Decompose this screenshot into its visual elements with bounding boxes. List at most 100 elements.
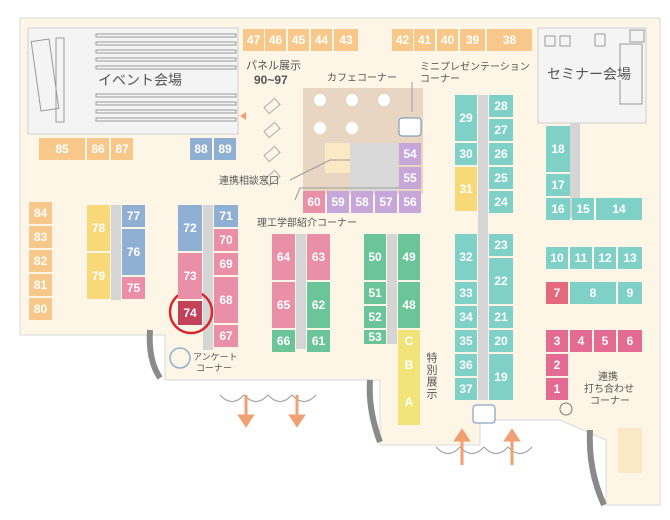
booth-42[interactable]: 42 bbox=[392, 29, 413, 51]
booth-48[interactable]: 48 bbox=[398, 282, 420, 328]
booth-70[interactable]: 70 bbox=[214, 229, 238, 251]
cafe-table-icon bbox=[314, 94, 390, 134]
booth-68[interactable]: 68 bbox=[214, 277, 238, 323]
booth-52[interactable]: 52 bbox=[364, 306, 386, 328]
booth-60[interactable]: 60 bbox=[303, 191, 325, 213]
booth-5[interactable]: 5 bbox=[594, 330, 616, 352]
booth-25[interactable]: 25 bbox=[489, 167, 513, 189]
booth-9[interactable]: 9 bbox=[618, 282, 642, 304]
booth-62[interactable]: 62 bbox=[307, 282, 330, 328]
special-label: 特別展示 bbox=[425, 352, 437, 400]
booth-49[interactable]: 49 bbox=[398, 234, 420, 280]
booth-59[interactable]: 59 bbox=[327, 191, 349, 213]
booth-33[interactable]: 33 bbox=[455, 282, 477, 304]
booth-45[interactable]: 45 bbox=[288, 29, 309, 51]
booth-56[interactable]: 56 bbox=[399, 191, 421, 213]
booth-82[interactable]: 82 bbox=[29, 250, 52, 272]
booth-65[interactable]: 65 bbox=[272, 282, 295, 328]
booth-75[interactable]: 75 bbox=[122, 277, 145, 299]
booth-A[interactable]: A bbox=[398, 378, 420, 425]
booth-10[interactable]: 10 bbox=[546, 247, 568, 269]
info-icon bbox=[559, 402, 573, 416]
booth-69[interactable]: 69 bbox=[214, 253, 238, 275]
booth-32[interactable]: 32 bbox=[455, 234, 477, 280]
booth-37[interactable]: 37 bbox=[455, 378, 477, 400]
booth-1[interactable]: 1 bbox=[546, 378, 568, 400]
booth-84[interactable]: 84 bbox=[29, 202, 52, 224]
booth-27[interactable]: 27 bbox=[489, 119, 513, 141]
booth-4[interactable]: 4 bbox=[570, 330, 592, 352]
booth-B[interactable]: B bbox=[398, 354, 420, 376]
booth-8[interactable]: 8 bbox=[570, 282, 616, 304]
booth-22[interactable]: 22 bbox=[489, 258, 513, 304]
booth-38[interactable]: 38 bbox=[487, 29, 532, 51]
booth-18[interactable]: 18 bbox=[546, 126, 570, 172]
booth-C[interactable]: C bbox=[398, 330, 420, 352]
booth-23[interactable]: 23 bbox=[489, 234, 513, 256]
presentation-icon bbox=[398, 117, 496, 424]
booth-87[interactable]: 87 bbox=[111, 138, 133, 160]
booth-67[interactable]: 67 bbox=[214, 325, 238, 347]
booth-54[interactable]: 54 bbox=[399, 143, 421, 165]
booth-81[interactable]: 81 bbox=[29, 274, 52, 296]
booth-28[interactable]: 28 bbox=[489, 95, 513, 117]
booth-16[interactable]: 16 bbox=[546, 198, 570, 220]
booth-30[interactable]: 30 bbox=[455, 143, 477, 165]
seminar-hall-label: セミナー会場 bbox=[547, 66, 631, 82]
booth-6[interactable]: 6 bbox=[618, 330, 642, 352]
booth-80[interactable]: 80 bbox=[29, 298, 52, 320]
booth-13[interactable]: 13 bbox=[618, 247, 642, 269]
booth-7[interactable]: 7 bbox=[546, 282, 568, 304]
booth-88[interactable]: 88 bbox=[190, 138, 212, 160]
booth-40[interactable]: 40 bbox=[437, 29, 458, 51]
booth-73[interactable]: 73 bbox=[178, 253, 202, 299]
booth-31[interactable]: 31 bbox=[455, 167, 477, 211]
booth-63[interactable]: 63 bbox=[307, 234, 330, 280]
booth-26[interactable]: 26 bbox=[489, 143, 513, 165]
booth-34[interactable]: 34 bbox=[455, 306, 477, 328]
booth-76[interactable]: 76 bbox=[122, 229, 145, 275]
booth-51[interactable]: 51 bbox=[364, 282, 386, 304]
booth-2[interactable]: 2 bbox=[546, 354, 568, 376]
booth-50[interactable]: 50 bbox=[364, 234, 386, 280]
booth-12[interactable]: 12 bbox=[594, 247, 616, 269]
booth-61[interactable]: 61 bbox=[307, 330, 330, 352]
booth-44[interactable]: 44 bbox=[311, 29, 332, 51]
booth-74[interactable]: 74 bbox=[178, 301, 202, 325]
booth-83[interactable]: 83 bbox=[29, 226, 52, 248]
booth-17[interactable]: 17 bbox=[546, 174, 570, 196]
booth-36[interactable]: 36 bbox=[455, 354, 477, 376]
booth-15[interactable]: 15 bbox=[572, 198, 594, 220]
booth-85[interactable]: 85 bbox=[39, 138, 85, 160]
booth-24[interactable]: 24 bbox=[489, 191, 513, 213]
booth-53[interactable]: 53 bbox=[364, 330, 386, 344]
booth-39[interactable]: 39 bbox=[460, 29, 485, 51]
booth-66[interactable]: 66 bbox=[272, 330, 295, 352]
booth-43[interactable]: 43 bbox=[334, 29, 358, 51]
booth-3[interactable]: 3 bbox=[546, 330, 568, 352]
booth-35[interactable]: 35 bbox=[455, 330, 477, 352]
booth-77[interactable]: 77 bbox=[122, 205, 145, 227]
booth-72[interactable]: 72 bbox=[178, 205, 202, 251]
panel-display-icons bbox=[263, 97, 281, 187]
booth-78[interactable]: 78 bbox=[87, 205, 110, 251]
booth-29[interactable]: 29 bbox=[455, 95, 477, 141]
booth-47[interactable]: 47 bbox=[243, 29, 264, 51]
booth-14[interactable]: 14 bbox=[596, 198, 642, 220]
booth-41[interactable]: 41 bbox=[414, 29, 435, 51]
booth-19[interactable]: 19 bbox=[489, 354, 513, 400]
booth-11[interactable]: 11 bbox=[570, 247, 592, 269]
booth-46[interactable]: 46 bbox=[265, 29, 286, 51]
meeting-label-2: 打ち合わせ bbox=[584, 384, 634, 395]
booth-64[interactable]: 64 bbox=[272, 234, 295, 280]
booth-55[interactable]: 55 bbox=[399, 167, 421, 189]
booth-86[interactable]: 86 bbox=[87, 138, 109, 160]
booth-21[interactable]: 21 bbox=[489, 306, 513, 328]
booth-57[interactable]: 57 bbox=[375, 191, 397, 213]
booth-71[interactable]: 71 bbox=[214, 205, 238, 227]
booth-89[interactable]: 89 bbox=[214, 138, 236, 160]
booth-20[interactable]: 20 bbox=[489, 330, 513, 352]
booth-79[interactable]: 79 bbox=[87, 253, 110, 299]
booth-58[interactable]: 58 bbox=[351, 191, 373, 213]
